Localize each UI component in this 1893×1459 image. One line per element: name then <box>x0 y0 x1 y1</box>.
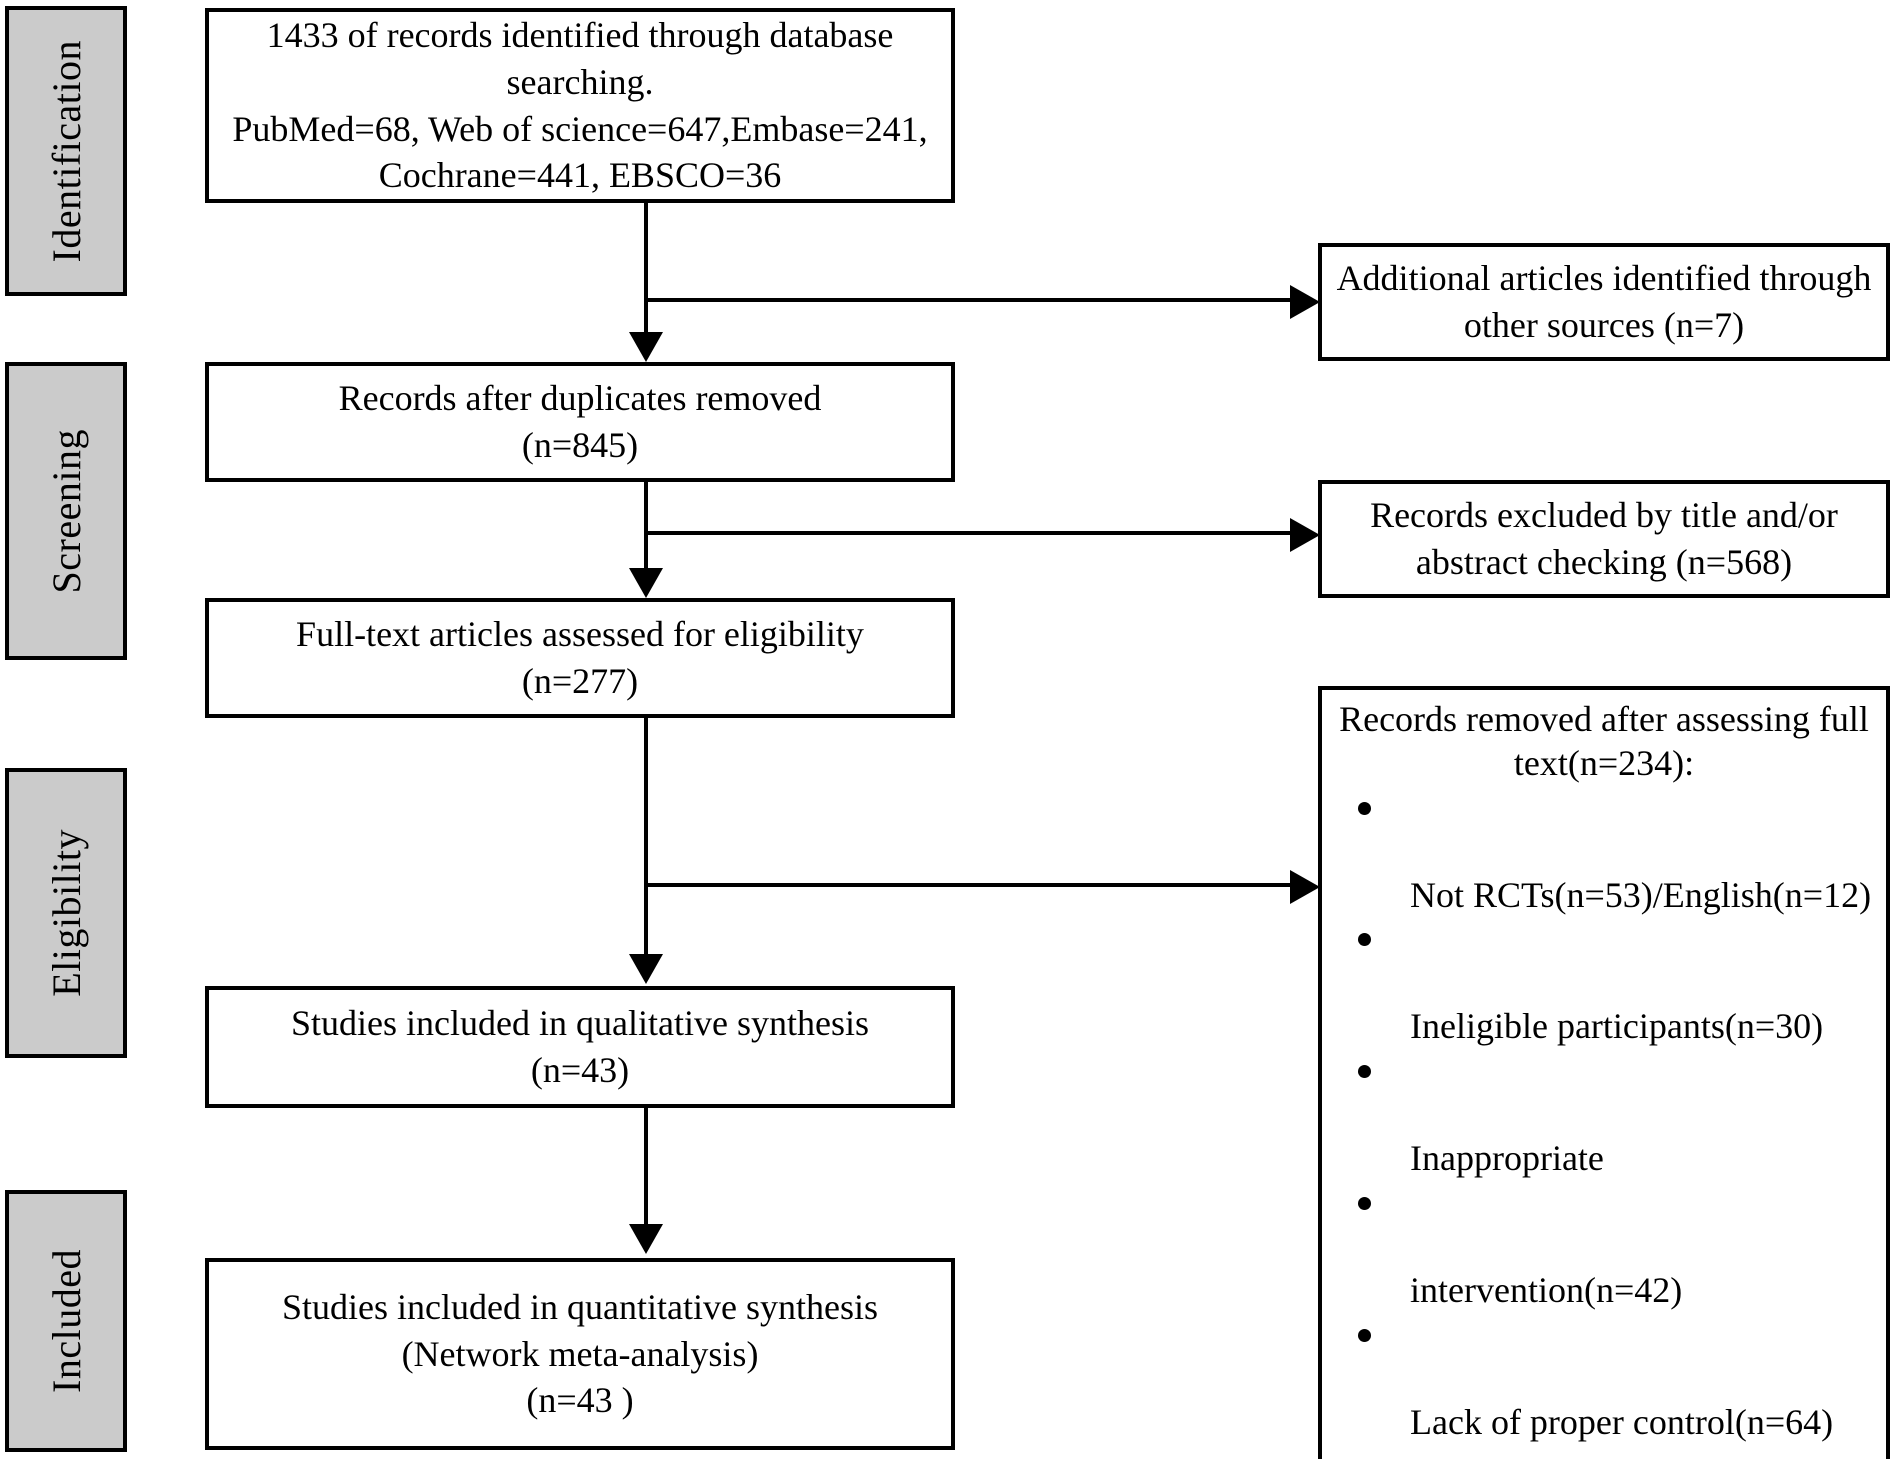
box-records-identified-text: 1433 of records identified through datab… <box>232 14 928 196</box>
list-item: Lack of proper control(n=64) <box>1332 1313 1876 1445</box>
arrowhead-right-additional-articles <box>1290 285 1320 319</box>
connector-to-records-removed <box>646 883 1294 887</box>
bullet-icon <box>1358 1196 1371 1210</box>
list-item-label: Ineligible participants(n=30) <box>1410 1006 1824 1047</box>
list-item-label: Lack of proper control(n=64) <box>1410 1401 1834 1442</box>
box-additional-articles: Additional articles identified through o… <box>1318 243 1890 361</box>
box-records-removed-full-text: Records removed after assessing full tex… <box>1318 686 1890 1459</box>
list-item-label: Inappropriate <box>1410 1138 1604 1179</box>
stage-included: Included <box>5 1190 127 1452</box>
bullet-icon <box>1358 801 1371 815</box>
bullet-icon <box>1358 1328 1371 1342</box>
connector-identified-to-duplicates <box>644 203 648 333</box>
box-records-identified: 1433 of records identified through datab… <box>205 8 955 203</box>
box-full-text-assessed: Full-text articles assessed for eligibil… <box>205 598 955 718</box>
arrowhead-down-quantitative <box>629 1224 663 1254</box>
box-duplicates-removed-text: Records after duplicates removed (n=845) <box>338 378 822 465</box>
bullet-icon <box>1358 933 1371 947</box>
box-additional-articles-text: Additional articles identified through o… <box>1336 258 1872 345</box>
stage-identification: Identification <box>5 6 127 296</box>
arrowhead-down-fulltext <box>629 568 663 598</box>
stage-screening-label: Screening <box>43 428 89 594</box>
list-item-label: intervention(n=42) <box>1410 1269 1683 1310</box>
box-full-text-assessed-text: Full-text articles assessed for eligibil… <box>296 614 864 701</box>
list-item: Ineligible participants(n=30) <box>1332 918 1876 1050</box>
stage-eligibility-label: Eligibility <box>43 829 89 997</box>
list-item-label: Not RCTs(n=53)/English(n=12) <box>1410 874 1872 915</box>
box-records-excluded: Records excluded by title and/or abstrac… <box>1318 480 1890 598</box>
list-item: Inappropriate <box>1332 1049 1876 1181</box>
arrowhead-right-records-removed <box>1290 870 1320 904</box>
box-quantitative-synthesis-text: Studies included in quantitative synthes… <box>282 1286 878 1421</box>
stage-screening: Screening <box>5 362 127 660</box>
list-item: intervention(n=42) <box>1332 1181 1876 1313</box>
box-qualitative-synthesis-text: Studies included in qualitative synthesi… <box>291 1003 869 1090</box>
arrowhead-down-qualitative <box>629 954 663 984</box>
box-records-excluded-text: Records excluded by title and/or abstrac… <box>1370 495 1838 582</box>
list-item: Lack of extractable outcomes(n=33) <box>1332 1444 1876 1459</box>
arrowhead-down-duplicates <box>629 332 663 362</box>
stage-identification-label: Identification <box>43 39 89 263</box>
connector-duplicates-to-fulltext <box>644 482 648 570</box>
list-item: Not RCTs(n=53)/English(n=12) <box>1332 786 1876 918</box>
box-qualitative-synthesis: Studies included in qualitative synthesi… <box>205 986 955 1108</box>
exclusion-list: Not RCTs(n=53)/English(n=12) Ineligible … <box>1332 786 1876 1459</box>
bullet-icon <box>1358 1065 1371 1079</box>
box-quantitative-synthesis: Studies included in quantitative synthes… <box>205 1258 955 1450</box>
connector-qualitative-to-quantitative <box>644 1108 648 1226</box>
arrowhead-right-records-excluded <box>1290 518 1320 552</box>
connector-fulltext-to-qualitative <box>644 718 648 956</box>
stage-included-label: Included <box>43 1249 89 1393</box>
stage-eligibility: Eligibility <box>5 768 127 1058</box>
connector-to-records-excluded <box>646 531 1294 535</box>
connector-to-additional-articles <box>646 298 1294 302</box>
exclusion-heading: Records removed after assessing full tex… <box>1339 699 1869 783</box>
box-duplicates-removed: Records after duplicates removed (n=845) <box>205 362 955 482</box>
